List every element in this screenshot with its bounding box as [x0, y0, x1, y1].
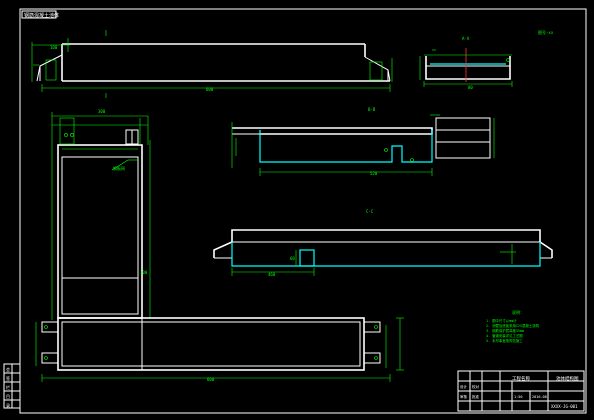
callout-mesh: 钢板网 — [113, 165, 125, 171]
notes-line: 5. 未尽事宜按规范施工 — [486, 338, 523, 343]
left-stamp-cell: 目 — [6, 394, 10, 399]
dim-top-len: 600 — [206, 87, 214, 92]
title-drawing-name: 池体结构图 — [556, 375, 579, 382]
dim-cc-h: 60 — [290, 256, 295, 261]
notes: 说明： 1. 图中尺寸以mm计 2. 池壁及底板采用C25混凝土浇筑 3. 钢筋… — [486, 309, 540, 343]
section-cc-title: C-C — [366, 209, 374, 214]
section-aa — [419, 48, 513, 87]
sheet-border — [19, 8, 587, 414]
dim-side-h2: 100 — [140, 270, 148, 275]
dim-plan-len: 600 — [207, 377, 215, 382]
title-block — [457, 370, 585, 412]
figure-number: 图号-xx — [538, 29, 554, 35]
title-row: 批准 — [472, 394, 480, 399]
left-stamp — [3, 363, 21, 409]
dim-bb-len: 520 — [370, 171, 378, 176]
title-scale: 1:50 — [514, 395, 522, 399]
notes-line: 1. 图中尺寸以mm计 — [486, 318, 517, 323]
section-aa-title: A-A — [462, 36, 470, 41]
section-cc — [213, 229, 553, 276]
corner-label: 钢筋混凝土池体 — [24, 12, 59, 19]
notes-line: 3. 钢筋保护层厚度35mm — [486, 328, 524, 333]
left-stamp-cell: 录 — [6, 402, 10, 408]
title-row: 审核 — [460, 394, 468, 399]
notes-line: 2. 池壁及底板采用C25混凝土浇筑 — [486, 323, 540, 328]
title-project: 工程名称 — [512, 375, 530, 382]
title-sheet-no: XXXX-JG-001 — [551, 404, 578, 409]
dim-aa-h: 80 — [468, 85, 473, 90]
dim-plan-w: 300 — [98, 109, 106, 114]
notes-title: 说明： — [512, 309, 524, 315]
plan-view — [51, 112, 151, 320]
title-row: 校对 — [472, 384, 480, 389]
top-elevation — [31, 30, 393, 98]
section-bb — [231, 114, 495, 176]
notes-line: 4. 管道安装详见工艺图 — [486, 333, 523, 338]
section-bb-title: B-B — [368, 107, 376, 112]
dim-side-h: 100 — [50, 45, 58, 50]
corner-label-box — [21, 10, 57, 19]
dim-cc-len: 460 — [268, 272, 276, 277]
title-date: 2016.08 — [532, 395, 547, 399]
title-row: 设计 — [460, 384, 468, 389]
left-stamp-cell: 签 — [6, 375, 10, 381]
left-stamp-cell: 栏 — [6, 384, 10, 390]
bottom-plan — [35, 317, 404, 382]
left-stamp-cell: 会 — [6, 366, 10, 372]
